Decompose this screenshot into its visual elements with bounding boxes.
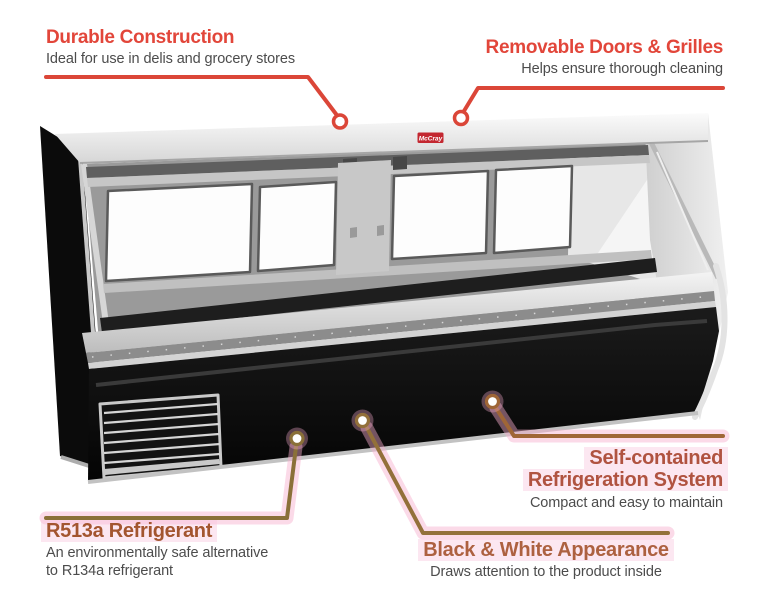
callout-description: An environmentally safe alternative to R… — [46, 545, 269, 579]
case-base-trim — [87, 411, 699, 484]
case-canopy: McCray — [53, 111, 709, 164]
callout-title: Durable Construction — [46, 27, 235, 48]
case-center-post — [336, 160, 391, 275]
case-glass-doors — [104, 164, 574, 283]
connector-r513a — [39, 427, 308, 525]
callout-black-white-appearance: Black & White Appearance Draws attention… — [412, 539, 680, 582]
callout-dot — [289, 430, 305, 447]
brand-badge-label: McCray — [419, 136, 443, 143]
callout-description: Draws attention to the product inside — [430, 564, 662, 581]
case-front-panel — [88, 307, 719, 482]
connector-removable-doors — [452, 86, 725, 127]
connector-self-contained — [481, 390, 730, 443]
callout-title: Removable Doors & Grilles — [485, 37, 724, 58]
callout-dot — [452, 109, 470, 127]
connector-durable-construction — [44, 75, 349, 130]
callout-title: R513a Refrigerant — [41, 520, 281, 542]
case-deck-counter — [82, 258, 716, 369]
callout-r513a-refrigerant: R513a Refrigerant An environmentally saf… — [41, 520, 281, 580]
callout-dot — [331, 113, 349, 130]
callout-title: Black & White Appearance — [412, 539, 680, 561]
callout-dot — [354, 412, 371, 429]
callout-self-contained-refrigeration: Self-contained Refrigeration System Comp… — [511, 447, 728, 512]
callout-dot — [484, 393, 501, 410]
case-right-trim — [692, 263, 728, 420]
connector-black-white — [351, 409, 675, 540]
callout-description: Helps ensure thorough cleaning — [521, 61, 723, 78]
callout-title: Self-contained Refrigeration System — [511, 447, 728, 492]
brand-badge: McCray — [417, 132, 444, 143]
callout-durable-construction: Durable Construction Ideal for use in de… — [46, 27, 295, 69]
callout-removable-doors-grilles: Removable Doors & Grilles Helps ensure t… — [485, 37, 724, 79]
vent-grille — [98, 393, 223, 480]
callout-description: Compact and easy to maintain — [529, 494, 723, 511]
callout-description: Ideal for use in delis and grocery store… — [46, 51, 295, 68]
